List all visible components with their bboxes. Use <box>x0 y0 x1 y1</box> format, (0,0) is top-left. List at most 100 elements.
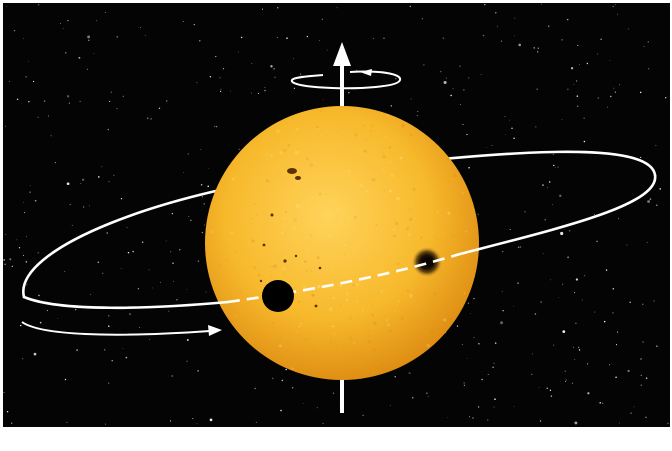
granule <box>396 262 400 266</box>
background-star <box>165 240 167 242</box>
background-star <box>132 250 134 253</box>
granule <box>329 177 331 179</box>
granule <box>375 224 378 226</box>
background-star <box>277 36 279 39</box>
background-star <box>533 47 535 49</box>
granule <box>330 295 334 299</box>
background-star <box>190 219 192 221</box>
background-star <box>39 322 42 324</box>
background-star <box>597 53 599 55</box>
background-star <box>643 45 645 48</box>
background-star <box>600 38 602 40</box>
planet-orbit-front-transit <box>227 252 461 304</box>
granule <box>328 307 333 311</box>
granule <box>343 253 346 256</box>
background-star <box>440 70 442 73</box>
background-star <box>205 291 207 293</box>
background-star <box>219 77 221 79</box>
background-star <box>306 35 308 38</box>
background-star <box>553 344 555 346</box>
background-star <box>383 37 385 39</box>
background-star <box>238 51 240 53</box>
background-star <box>302 403 304 404</box>
background-star <box>576 105 579 108</box>
granule <box>463 292 466 295</box>
granule <box>282 217 285 220</box>
background-star <box>421 18 423 20</box>
granule <box>363 124 366 127</box>
background-star <box>549 279 551 281</box>
background-star <box>200 184 203 186</box>
background-star <box>71 224 73 226</box>
granule <box>234 250 237 253</box>
background-star <box>120 267 122 269</box>
background-star <box>486 147 487 148</box>
granule <box>462 228 466 231</box>
granule <box>287 143 291 147</box>
background-star <box>562 330 566 333</box>
background-star <box>166 100 168 102</box>
background-star <box>102 272 104 274</box>
background-star <box>23 38 25 39</box>
background-star <box>98 176 100 178</box>
granule <box>271 265 273 268</box>
background-star <box>4 125 6 127</box>
background-star <box>158 107 161 109</box>
background-star <box>46 310 48 312</box>
background-star <box>615 344 618 346</box>
background-star <box>69 204 71 206</box>
background-star <box>487 374 489 375</box>
background-star <box>261 8 264 10</box>
background-star <box>494 342 497 344</box>
granule <box>430 330 434 334</box>
granule <box>352 341 356 345</box>
background-star <box>468 166 470 169</box>
background-star <box>54 161 57 164</box>
background-star <box>29 191 31 193</box>
granule <box>278 336 282 340</box>
granule <box>276 129 280 133</box>
granule <box>281 231 284 234</box>
granule <box>319 109 322 112</box>
background-star <box>477 406 480 408</box>
background-star <box>89 205 90 207</box>
granule <box>306 251 309 254</box>
granule <box>331 324 335 328</box>
background-star <box>577 44 579 46</box>
background-star <box>630 412 632 414</box>
background-star <box>140 27 141 28</box>
granule <box>295 331 298 334</box>
background-star <box>300 73 302 75</box>
background-star <box>574 421 578 425</box>
granule <box>447 211 451 215</box>
background-star <box>109 100 111 103</box>
background-star <box>412 396 414 399</box>
background-star <box>456 325 459 327</box>
background-star <box>549 389 552 391</box>
background-star <box>574 359 576 361</box>
granule <box>410 134 413 137</box>
background-star <box>642 341 644 343</box>
granule <box>361 309 364 312</box>
granule <box>257 273 261 277</box>
granule <box>437 235 440 238</box>
background-star <box>28 61 29 62</box>
background-star <box>88 39 90 41</box>
granule <box>406 289 410 293</box>
granule <box>253 266 257 270</box>
background-star <box>517 246 520 249</box>
granule <box>295 204 300 208</box>
granule <box>348 316 352 321</box>
background-star <box>513 406 515 407</box>
background-star <box>596 240 598 242</box>
background-star <box>125 356 128 359</box>
background-star <box>38 294 40 297</box>
background-star <box>481 378 483 381</box>
granule <box>413 187 416 191</box>
granule <box>355 282 360 287</box>
granule <box>295 180 299 183</box>
background-star <box>612 288 615 290</box>
granule <box>472 257 475 260</box>
background-star <box>76 348 78 351</box>
background-star <box>172 262 174 264</box>
